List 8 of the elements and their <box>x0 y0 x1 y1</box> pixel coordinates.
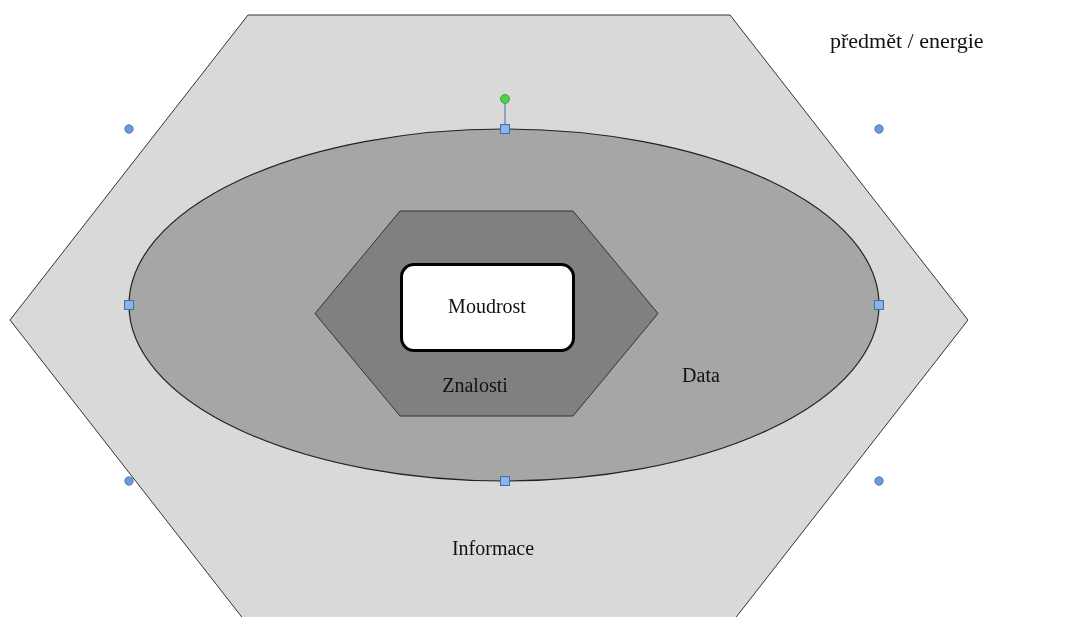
shape-label: Moudrost <box>448 294 526 318</box>
ellipse-shape <box>129 129 879 481</box>
shape-label: Data <box>682 363 720 387</box>
shape-label: Znalosti <box>442 373 508 397</box>
rounded-rectangle <box>400 263 575 352</box>
annotation-text: předmět / energie <box>830 28 984 54</box>
shape-label: Informace <box>451 536 535 560</box>
hexagon-shape <box>315 211 658 416</box>
